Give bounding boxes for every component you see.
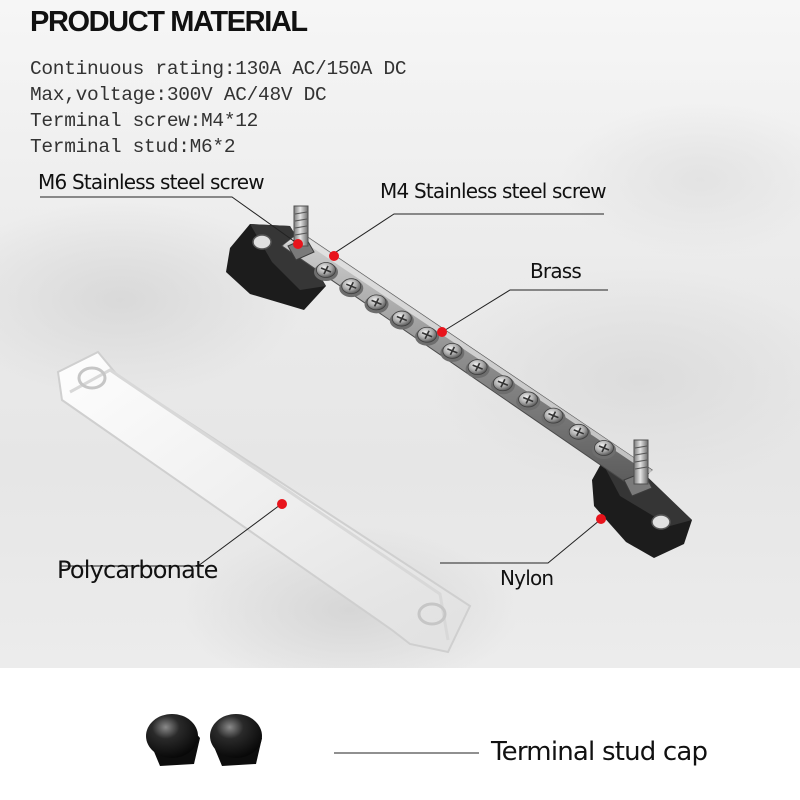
- m6-stud-left: [287, 205, 315, 261]
- m4-screw: [465, 359, 490, 379]
- label-m6-screw: M6 Stainless steel screw: [38, 170, 265, 194]
- spec-list: Continuous rating:130A AC/150A DC Max,vo…: [30, 56, 407, 160]
- bottom-panel: [0, 668, 800, 800]
- page-title: PRODUCT MATERIAL: [30, 6, 308, 38]
- base-left-mount-hole: [252, 234, 272, 250]
- m4-screw: [516, 391, 541, 411]
- spec-item-voltage: Max,voltage:300V AC/48V DC: [30, 84, 327, 106]
- marker-m6: [293, 239, 303, 249]
- m6-stud-right: [623, 439, 653, 497]
- marker-m4: [329, 251, 339, 261]
- callout-line-m4: [329, 213, 604, 257]
- label-nylon: Nylon: [500, 566, 554, 590]
- stud-cap-right: [210, 714, 262, 766]
- cover-hole-top: [77, 366, 107, 390]
- stud-cap-left: [146, 714, 200, 766]
- callout-line-poly: [60, 504, 281, 567]
- nylon-base-left: [226, 224, 326, 310]
- cover-hole-bottom: [417, 602, 447, 626]
- m4-screw: [490, 375, 515, 395]
- marker-nylon: [596, 514, 606, 524]
- m4-screw: [389, 310, 414, 330]
- marker-brass: [437, 327, 447, 337]
- spec-item-stud: Terminal stud:M6*2: [30, 136, 236, 158]
- m4-screw: [314, 262, 338, 281]
- callout-markers: [277, 239, 606, 524]
- base-right-mount-hole: [651, 514, 671, 530]
- m4-screw: [592, 440, 616, 459]
- cap-right-dome: [210, 714, 262, 758]
- spec-item-rating: Continuous rating:130A AC/150A DC: [30, 58, 407, 80]
- label-polycarbonate: Polycarbonate: [57, 556, 218, 584]
- label-m4-screw: M4 Stainless steel screw: [380, 179, 607, 203]
- m4-screw: [541, 407, 566, 427]
- polycarbonate-cover: [56, 350, 472, 654]
- label-brass: Brass: [530, 259, 582, 283]
- cover-body: [56, 350, 472, 654]
- marker-polycarbonate: [277, 499, 287, 509]
- m4-screw: [339, 278, 364, 298]
- callout-line-m6: [40, 196, 299, 245]
- stud-right-shaft: [633, 439, 649, 485]
- m4-screw: [440, 343, 465, 362]
- m4-screw: [415, 326, 440, 346]
- callout-line-nylon: [440, 519, 601, 564]
- label-terminal-stud-cap: Terminal stud cap: [491, 737, 708, 767]
- m4-screw: [364, 294, 389, 314]
- stone-texture-background: [0, 0, 800, 668]
- m4-screw-row: [314, 262, 616, 459]
- m4-screw: [566, 423, 591, 443]
- callout-lines: [40, 196, 608, 754]
- spec-item-screw: Terminal screw:M4*12: [30, 110, 259, 132]
- callout-line-brass: [441, 289, 608, 333]
- cap-left-dome: [146, 714, 198, 758]
